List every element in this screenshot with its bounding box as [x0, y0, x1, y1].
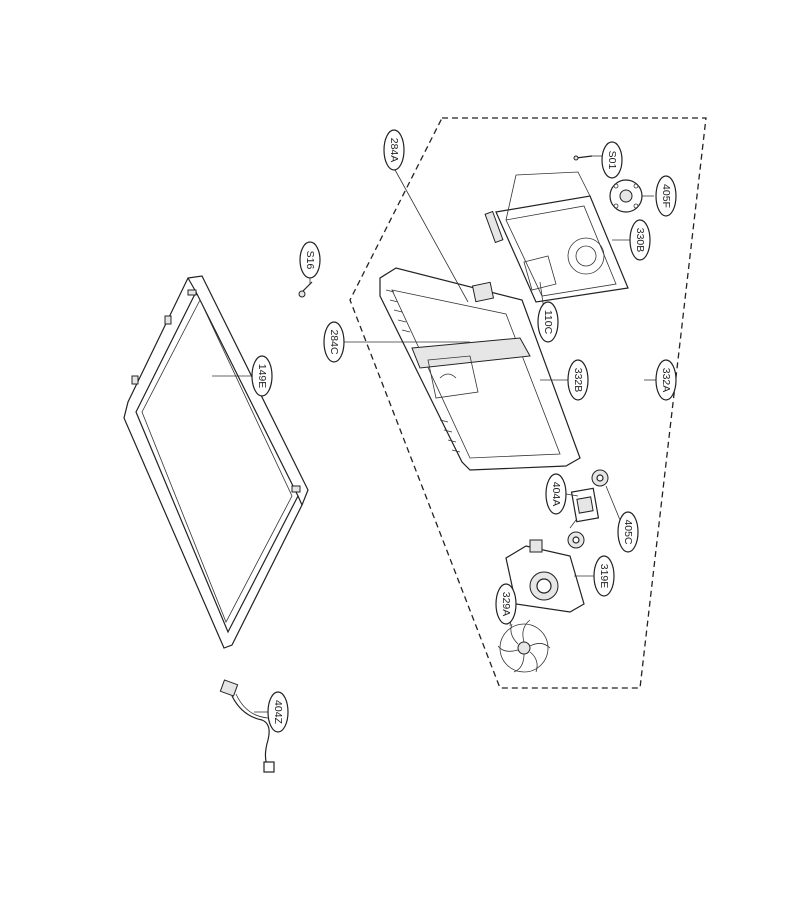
- callout-284C: 284C: [323, 321, 345, 363]
- callout-label: 110C: [542, 310, 554, 335]
- callout-label: 404A: [550, 482, 562, 507]
- assembly-boundary: [349, 117, 707, 689]
- callout-332B: 332B: [567, 359, 589, 401]
- callout-405C: 405C: [617, 511, 639, 553]
- screw-s01-part: [573, 155, 593, 161]
- fan-blade-part: [497, 619, 551, 673]
- bushing-405c-part: [567, 469, 609, 549]
- callout-332A: 332A: [655, 359, 677, 401]
- callout-label: 404Z: [272, 700, 284, 725]
- wire-harness-part: [219, 679, 275, 773]
- callout-label: 319E: [598, 564, 610, 589]
- callout-label: S16: [304, 251, 316, 270]
- leader-line-405C: [605, 485, 621, 521]
- callout-284A: 284A: [383, 129, 405, 171]
- flange-405f-part: [609, 179, 643, 213]
- callout-label: 332B: [572, 368, 584, 393]
- callout-405F: 405F: [655, 175, 677, 217]
- callout-329A: 329A: [495, 583, 517, 625]
- bracket-cover-part: [484, 171, 629, 303]
- callout-S01: S01: [601, 141, 623, 179]
- callout-S16: S16: [299, 241, 321, 279]
- callout-label: S01: [606, 151, 618, 170]
- callout-label: 332A: [660, 368, 672, 393]
- callout-404A: 404A: [545, 473, 567, 515]
- leader-line-404A: [565, 493, 579, 497]
- fan-housing-part: [505, 539, 585, 613]
- callout-label: 405F: [660, 184, 672, 208]
- motor-404a-part: [569, 487, 600, 529]
- door-frame-part: [123, 275, 309, 649]
- callout-110C: 110C: [537, 301, 559, 343]
- callout-404Z: 404Z: [267, 691, 289, 733]
- callout-label: 329A: [500, 592, 512, 617]
- screw-s16-part: [298, 281, 313, 298]
- callout-149E: 149E: [251, 355, 273, 397]
- main-housing-part: [379, 267, 581, 471]
- callout-label: 405C: [622, 519, 634, 545]
- callout-label: 149E: [256, 364, 268, 389]
- callout-label: 330B: [634, 228, 646, 253]
- callout-label: 284C: [328, 329, 340, 355]
- callout-319E: 319E: [593, 555, 615, 597]
- leader-line-284A: [393, 167, 469, 303]
- callout-label: 284A: [388, 138, 400, 163]
- callout-330B: 330B: [629, 219, 651, 261]
